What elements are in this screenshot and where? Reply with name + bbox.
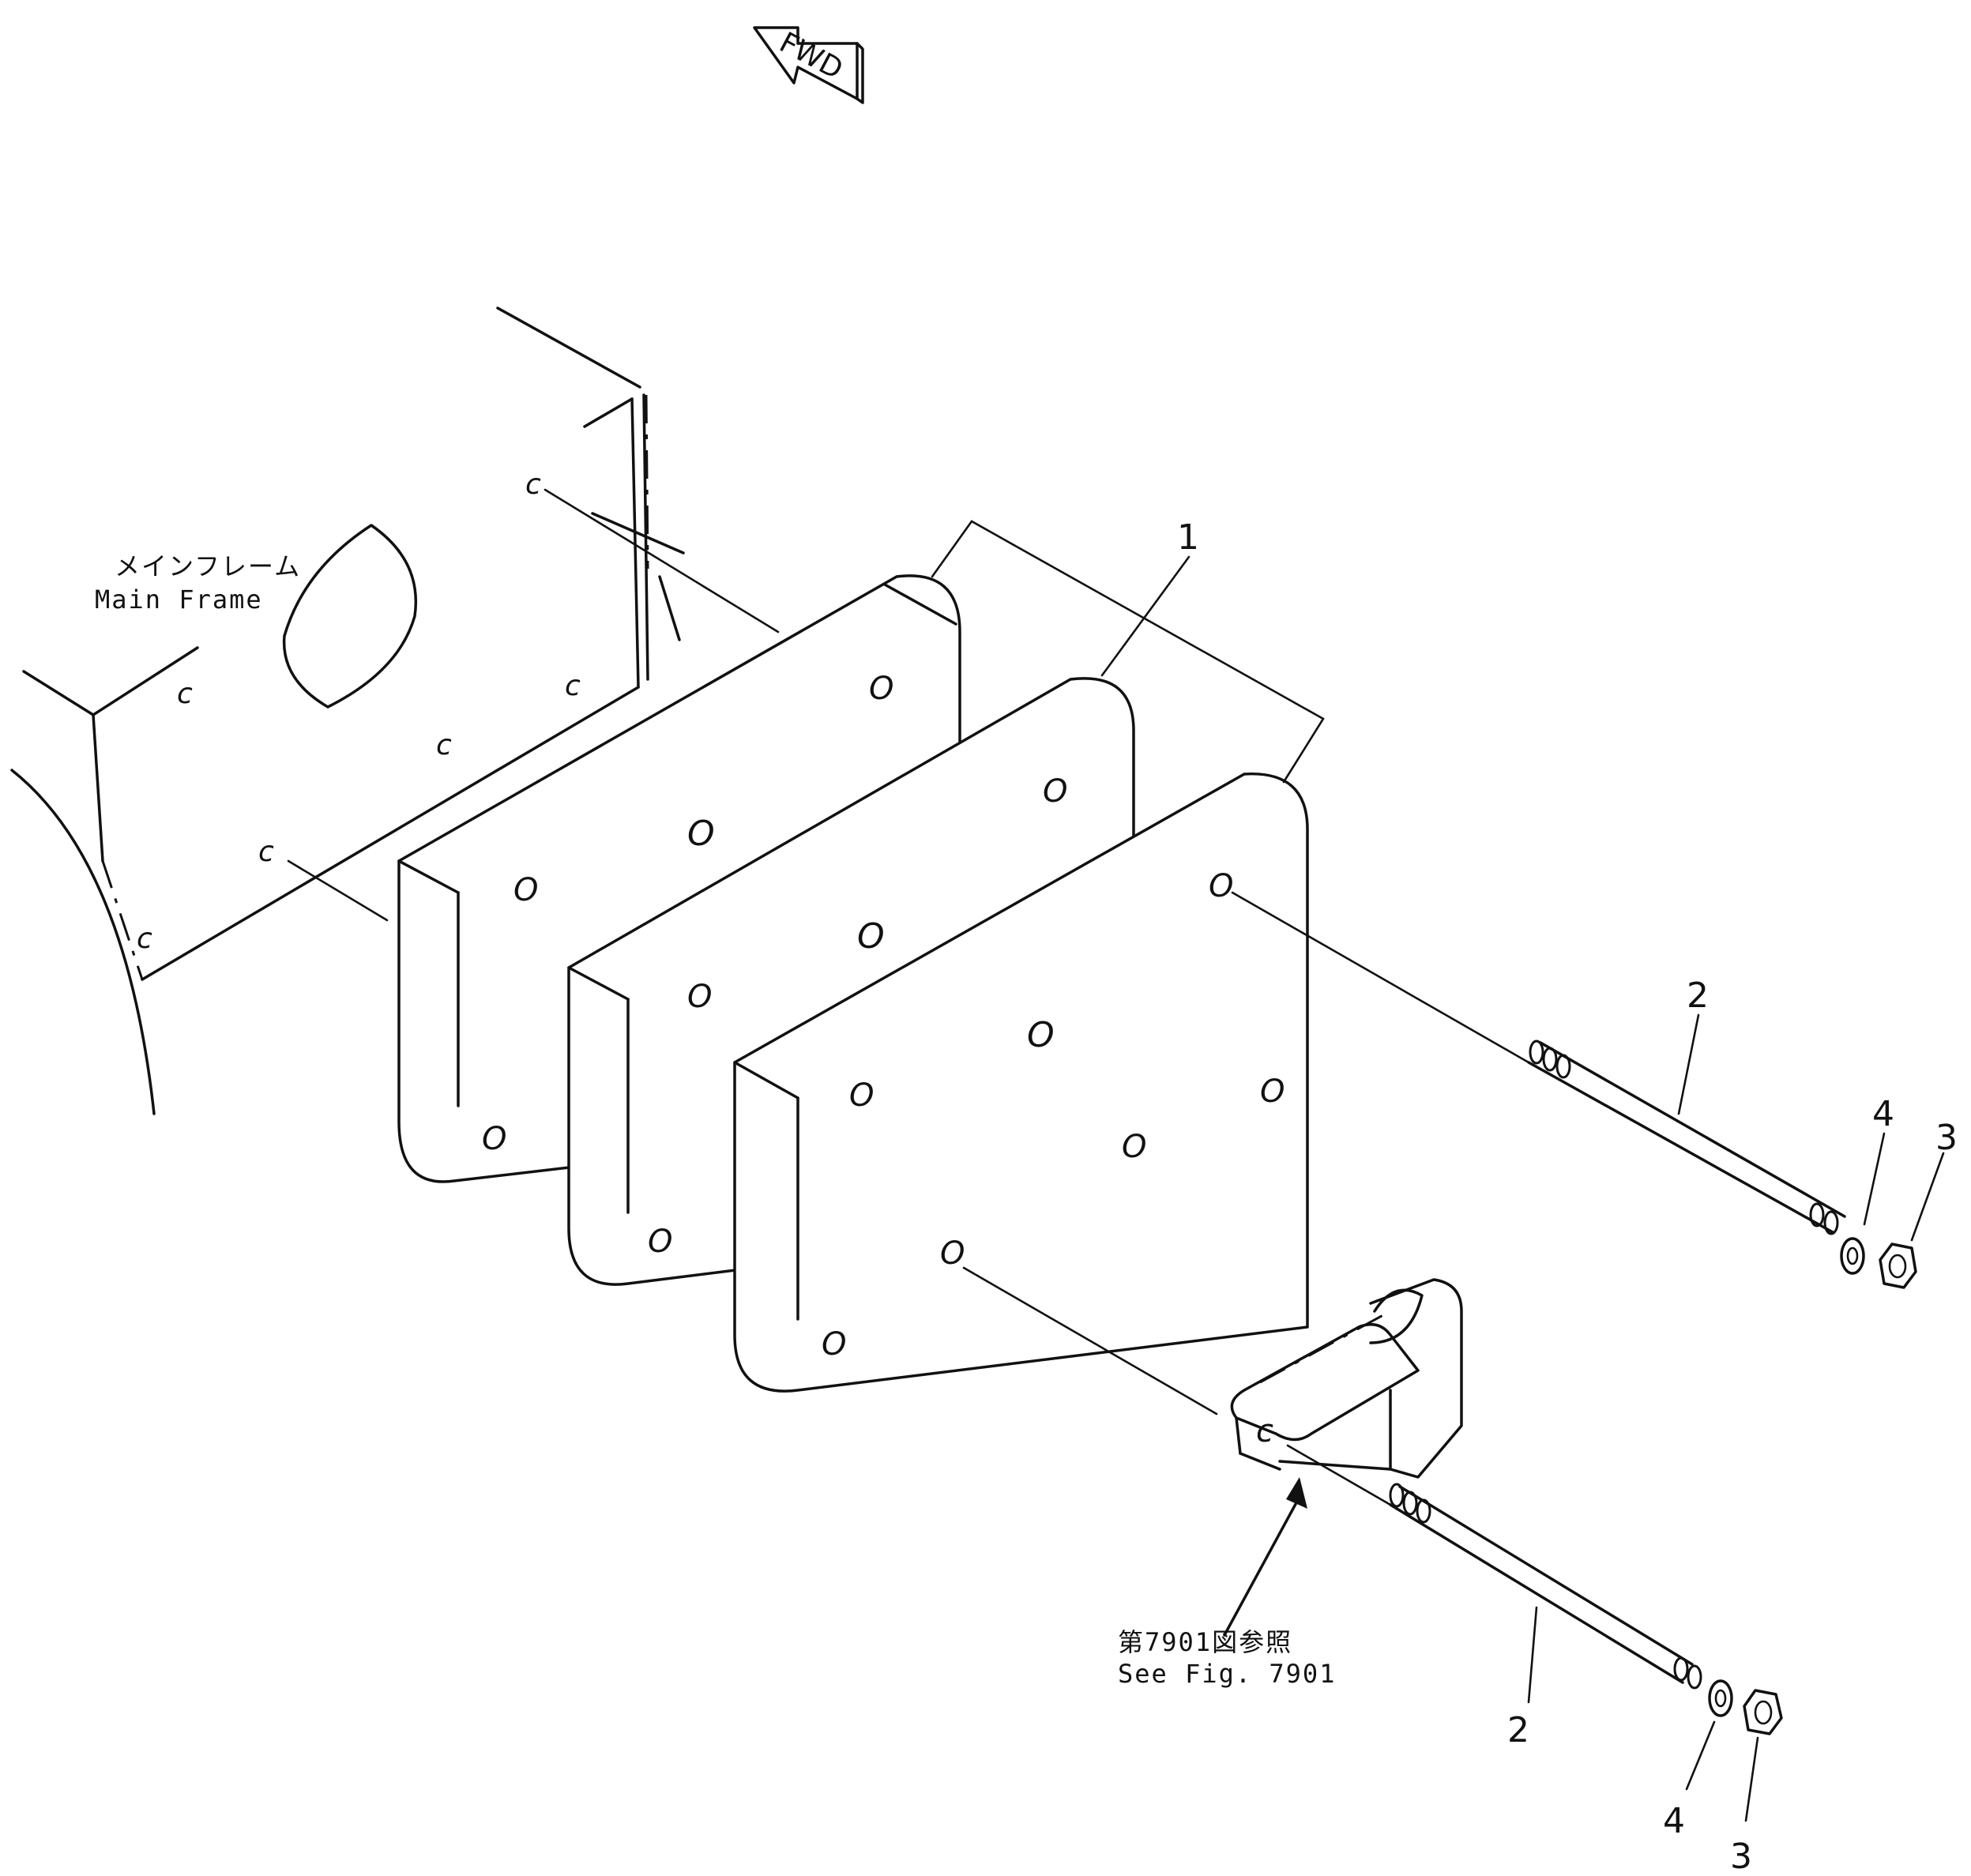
leader-nut-upper xyxy=(1910,1152,1945,1242)
svg-text:O: O xyxy=(648,1224,672,1260)
callout-nut-lower: 3 xyxy=(1730,1837,1752,1876)
mounting-bracket: c xyxy=(962,1266,1463,1479)
main-frame-label-jp: メインフレーム xyxy=(115,551,301,581)
callout-bolt-upper: 2 xyxy=(1687,976,1709,1016)
reference-label-en: See Fig. 7901 xyxy=(1118,1659,1336,1689)
svg-text:c: c xyxy=(525,468,541,501)
svg-text:O: O xyxy=(1027,1015,1055,1055)
svg-text:O: O xyxy=(822,1326,846,1363)
leader-bolt-lower xyxy=(1527,1606,1538,1704)
washer-lower xyxy=(1708,1679,1733,1717)
reference-label-jp: 第7901図参照 xyxy=(1118,1627,1292,1657)
leader-nut-lower xyxy=(1744,1736,1759,1822)
callout-plate: 1 xyxy=(1177,517,1199,558)
main-frame-label-en: Main Frame xyxy=(95,585,263,615)
callout-bolt-lower: 2 xyxy=(1507,1710,1529,1750)
washer-upper xyxy=(1840,1237,1865,1275)
svg-text:c: c xyxy=(1256,1413,1273,1449)
svg-text:c: c xyxy=(177,678,193,710)
svg-text:O: O xyxy=(1260,1073,1285,1110)
bolt-lower xyxy=(1389,1483,1702,1690)
callout-nut-upper: 3 xyxy=(1935,1118,1958,1158)
leader-frame-upper xyxy=(544,488,780,633)
counterweight-plate-front: O O O O O O O xyxy=(733,772,1309,1393)
callout-washer-upper: 4 xyxy=(1872,1094,1894,1134)
svg-text:O: O xyxy=(482,1121,506,1157)
leader-bolt-lower-axis xyxy=(1286,1444,1392,1506)
leader-washer-lower xyxy=(1685,1720,1716,1791)
svg-text:O: O xyxy=(687,814,715,854)
callout-washer-lower: 4 xyxy=(1663,1801,1685,1841)
svg-text:O: O xyxy=(849,1077,874,1114)
svg-text:c: c xyxy=(137,923,152,955)
fwd-arrow-icon: FWD xyxy=(753,26,864,104)
reference-arrow xyxy=(1223,1477,1307,1637)
svg-text:O: O xyxy=(857,916,885,957)
svg-text:c: c xyxy=(436,729,452,761)
svg-text:O: O xyxy=(513,872,538,908)
svg-text:O: O xyxy=(940,1235,965,1272)
leader-washer-upper xyxy=(1863,1132,1886,1226)
svg-text:c: c xyxy=(565,670,581,702)
svg-text:O: O xyxy=(1043,773,1067,810)
svg-text:c: c xyxy=(258,836,274,868)
leader-bolt-upper xyxy=(1677,1013,1700,1115)
fwd-label: FWD xyxy=(774,26,848,86)
leader-plate xyxy=(1100,555,1190,677)
nut-upper xyxy=(1879,1243,1917,1289)
main-frame: c c c c c c メインフレーム Main Frame xyxy=(10,306,685,1115)
svg-text:O: O xyxy=(1122,1129,1146,1165)
bolt-upper xyxy=(1527,1040,1846,1235)
plate-group-bracket xyxy=(931,520,1325,784)
svg-text:O: O xyxy=(869,671,893,707)
leader-bolt-upper-axis xyxy=(1231,891,1530,1064)
nut-lower xyxy=(1743,1689,1783,1735)
leader-frame-lower xyxy=(287,859,389,922)
svg-text:O: O xyxy=(687,979,712,1015)
svg-text:O: O xyxy=(1209,868,1233,904)
